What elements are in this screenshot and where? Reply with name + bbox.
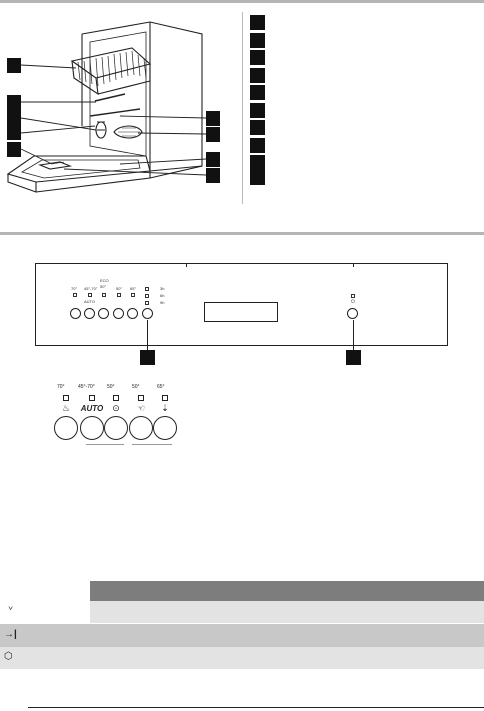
power-symbol: ⏻ — [351, 299, 355, 305]
program-button-1[interactable] — [54, 416, 78, 440]
power-led — [351, 294, 355, 298]
delay-led-3 — [145, 301, 149, 305]
top-rule — [0, 0, 484, 3]
delay-start-button[interactable] — [142, 308, 153, 319]
pot-icon: ♨ — [61, 403, 71, 413]
panel-led-5 — [131, 293, 135, 297]
panel-callout-leader-1 — [147, 320, 148, 350]
legend-marker-3 — [250, 50, 265, 65]
program-led-3 — [113, 395, 119, 401]
program-temp-1: 70° — [57, 384, 65, 390]
program-group-bracket-1 — [86, 444, 124, 445]
panel-tick — [186, 263, 187, 267]
delay-led-1 — [145, 287, 149, 291]
table-header — [0, 581, 484, 601]
panel-led-4 — [117, 293, 121, 297]
program-group-bracket-2 — [132, 444, 172, 445]
panel-led-label-3: 50° — [100, 284, 107, 289]
panel-program-button-1[interactable] — [70, 308, 81, 319]
legend-marker-7 — [250, 120, 265, 135]
program-led-2 — [89, 395, 95, 401]
legend-marker-9 — [250, 155, 265, 170]
panel-program-button-3[interactable] — [98, 308, 109, 319]
footer-rule — [28, 707, 484, 708]
program-button-2[interactable] — [80, 416, 104, 440]
panel-led-sub-3: ECO — [100, 278, 109, 283]
panel-led-label-4: 50° — [116, 286, 123, 291]
panel-led-label-5: 65° — [130, 286, 137, 291]
program-led-5 — [162, 395, 168, 401]
column-separator — [242, 12, 243, 204]
dishwasher-illustration — [6, 21, 220, 193]
panel-display — [204, 302, 278, 322]
section-rule — [0, 232, 484, 235]
legend-marker-10 — [250, 170, 265, 185]
end-indicator-icon: →| — [4, 629, 17, 640]
delay-label-3h: 3h — [160, 286, 165, 291]
legend-marker-6 — [250, 103, 265, 118]
panel-program-button-4[interactable] — [113, 308, 124, 319]
table-row-rinse-aid: ⬡ — [0, 647, 484, 669]
panel-led-3 — [102, 293, 106, 297]
program-temp-3: 50° — [107, 384, 115, 390]
panel-callout-1 — [140, 350, 155, 365]
program-temp-2: 45°-70° — [78, 384, 95, 390]
legend-marker-8 — [250, 138, 265, 153]
salt-indicator-icon: ᘁ — [8, 606, 14, 617]
glass-icon: ☜ — [136, 403, 146, 413]
legend-marker-2 — [250, 33, 265, 48]
legend-marker-4 — [250, 68, 265, 83]
panel-led-1 — [73, 293, 77, 297]
power-button[interactable] — [347, 308, 358, 319]
panel-led-2 — [88, 293, 92, 297]
delay-led-2 — [145, 294, 149, 298]
panel-tick — [353, 263, 354, 267]
delay-label-6h: 6h — [160, 293, 165, 298]
rinse-aid-indicator-icon: ⬡ — [4, 651, 13, 662]
delay-label-9h: 9h — [160, 300, 165, 305]
panel-callout-leader-2 — [353, 320, 354, 350]
panel-program-button-5[interactable] — [127, 308, 138, 319]
panel-led-label-2: 45°-70° — [84, 286, 98, 291]
control-panel — [35, 263, 448, 346]
legend-marker-5 — [250, 85, 265, 100]
program-button-3[interactable] — [104, 416, 128, 440]
program-temp-5: 65° — [157, 384, 165, 390]
auto-icon: AUTO — [80, 404, 104, 413]
program-button-4[interactable] — [129, 416, 153, 440]
eco-icon: ⊙ — [112, 403, 120, 413]
panel-led-label-1: 70° — [71, 286, 78, 291]
program-temp-4: 50° — [132, 384, 140, 390]
table-row-end: →| — [0, 624, 484, 647]
quick-icon: ⇣ — [161, 403, 169, 413]
program-led-4 — [138, 395, 144, 401]
legend-marker-1 — [250, 15, 265, 30]
table-row-salt: ᘁ — [0, 601, 484, 623]
program-button-5[interactable] — [153, 416, 177, 440]
panel-program-button-2[interactable] — [84, 308, 95, 319]
program-led-1 — [63, 395, 69, 401]
panel-led-sub-2: AUTO — [84, 299, 96, 304]
panel-callout-2 — [346, 350, 361, 365]
